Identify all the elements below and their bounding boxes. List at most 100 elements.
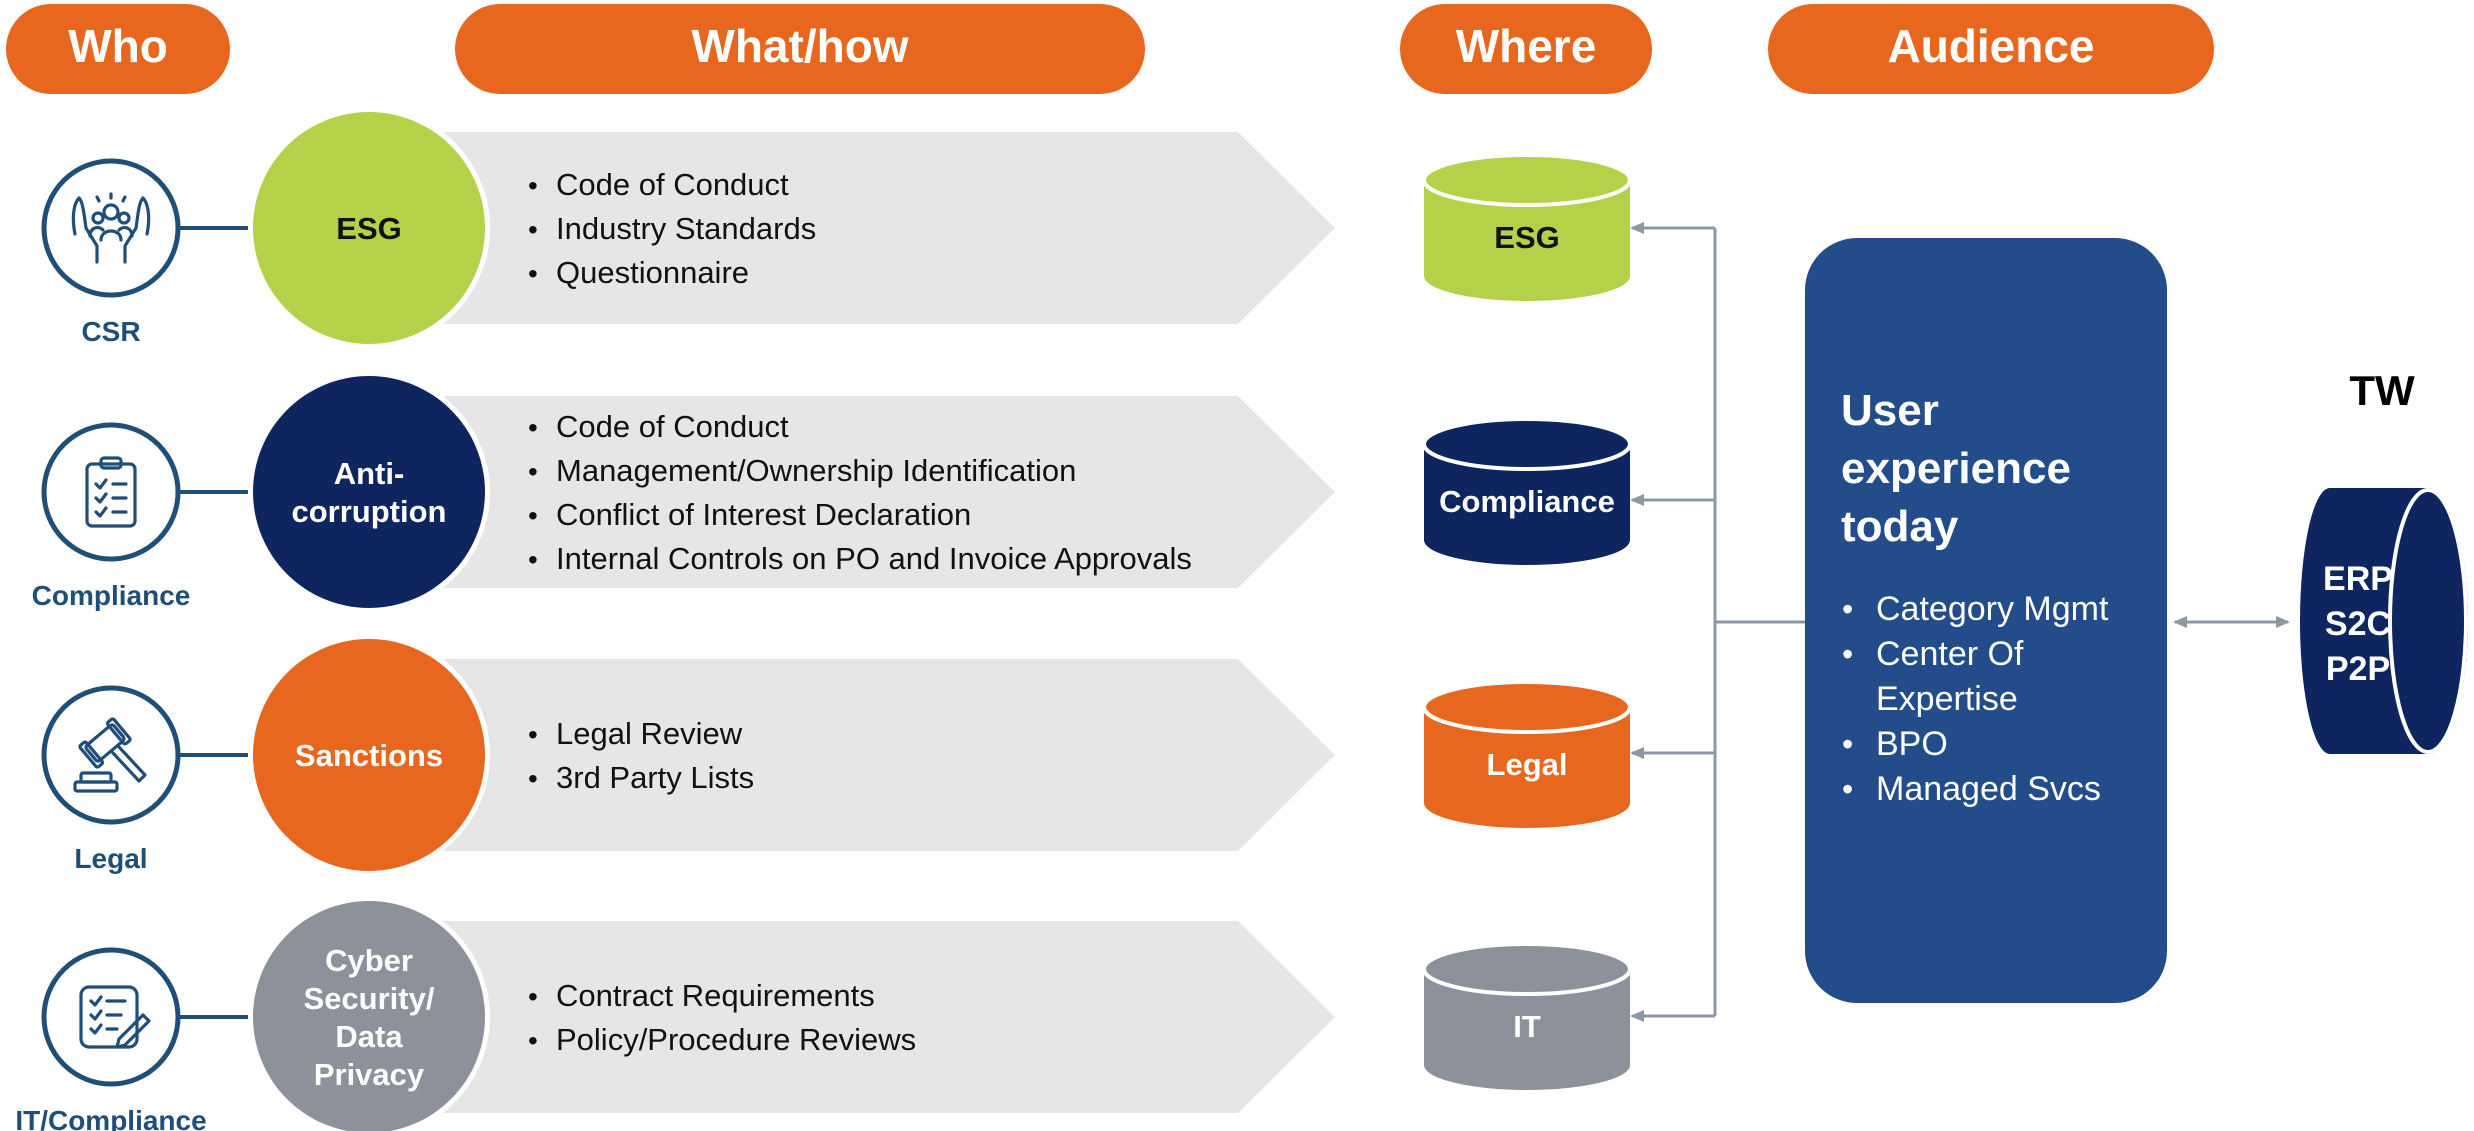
audience-bullet: • [1842, 771, 1853, 807]
who-label: IT/Compliance [15, 1105, 206, 1131]
audience-item: Managed Svcs [1876, 770, 2101, 808]
audience-box-bg [1805, 238, 2167, 1003]
what-how-item: Code of Conduct [556, 167, 789, 202]
rows: CSR ESG • Code of Conduct • Industry Standard… [15, 107, 1632, 1131]
item-bullet: • [528, 544, 538, 575]
header-where-pill [1400, 4, 1652, 94]
row: IT/ComplianceCyberSecurity/DataPrivacy•C… [15, 896, 1632, 1131]
item-bullet: • [528, 1025, 538, 1056]
who-label: Legal [74, 843, 147, 874]
category-circle [253, 901, 485, 1131]
connectors [1630, 222, 2290, 1022]
item-bullet: • [528, 170, 538, 201]
who-icon-ring [41, 158, 181, 298]
audience-bullet: • [1842, 636, 1853, 672]
clipboard-checklist-icon [85, 456, 137, 528]
category-label: Data [335, 1019, 403, 1054]
header-who: Who [6, 4, 230, 94]
who-label: Compliance [32, 580, 191, 611]
what-how-arrow [405, 396, 1335, 588]
where-cylinder: IT [1422, 942, 1632, 1090]
header-who-label: Who [68, 20, 168, 72]
audience-bullet: • [1842, 591, 1853, 627]
gavel-icon [73, 717, 147, 793]
item-bullet: • [528, 412, 538, 443]
people-care-icon [71, 192, 151, 264]
header-audience: Audience [1768, 4, 2214, 94]
checklist-pen-icon [79, 985, 151, 1049]
category-label: corruption [292, 494, 447, 529]
what-how-item: Conflict of Interest Declaration [556, 497, 971, 532]
where-cylinder: Legal [1422, 680, 1632, 828]
what-how-item: Industry Standards [556, 211, 816, 246]
where-cylinder-top [1422, 417, 1632, 471]
row: Compliance Anti-corruption • Code of Conduc… [32, 371, 1632, 613]
category-label: Anti- [334, 456, 405, 491]
header-what-how-label: What/how [691, 20, 908, 72]
category-circle [253, 112, 485, 344]
audience-item: BPO [1876, 725, 1948, 763]
who-icon-ring [41, 947, 181, 1087]
audience-item-continued: Expertise [1876, 680, 2018, 718]
audience-item: Center Of [1876, 635, 2024, 673]
what-how-item: Internal Controls on PO and Invoice Appr… [556, 541, 1192, 576]
what-how-item: Policy/Procedure Reviews [556, 1022, 916, 1057]
what-how-item: Contract Requirements [556, 978, 875, 1013]
who-label: CSR [81, 316, 140, 347]
system-line-1: ERP [2323, 560, 2393, 598]
category-label: Cyber [325, 943, 413, 978]
who-icon-ring [41, 685, 181, 825]
header-what-how-pill [455, 4, 1145, 94]
item-bullet: • [528, 981, 538, 1012]
header-where: Where [1400, 4, 1652, 94]
system-line-3: P2P [2326, 650, 2390, 688]
who-icon-ring [41, 422, 181, 562]
where-cylinder-top [1422, 942, 1632, 996]
category-label: Sanctions [295, 738, 443, 773]
row: CSR ESG • Code of Conduct • Industry Standard… [41, 107, 1632, 349]
where-label: ESG [1494, 220, 1559, 255]
system-label: TW [2349, 367, 2415, 414]
audience-box: User experience today • Category Mgmt • … [1805, 238, 2167, 1003]
where-cylinder-top [1422, 680, 1632, 734]
what-how-arrow [405, 659, 1335, 851]
header-where-label: Where [1456, 20, 1597, 72]
what-how-arrow [405, 132, 1335, 324]
item-bullet: • [528, 719, 538, 750]
audience-item: Category Mgmt [1876, 590, 2109, 628]
category-label: Privacy [314, 1057, 425, 1092]
audience-bullet: • [1842, 726, 1853, 762]
where-cylinder-body [1424, 444, 1630, 565]
where-cylinder-body [1424, 707, 1630, 828]
header-who-pill [6, 4, 230, 94]
row: Legal Sanctions • Legal Review • 3rd Party Li… [41, 634, 1632, 876]
audience-title-line-1: User [1841, 386, 1939, 435]
category-label: ESG [336, 211, 401, 246]
where-label: IT [1513, 1009, 1541, 1044]
system-cylinder-end [2388, 488, 2468, 754]
audience-title-line-2: experience [1841, 444, 2071, 493]
what-how-item: Questionnaire [556, 255, 749, 290]
audience-title-line-3: today [1841, 502, 1959, 551]
where-label: Compliance [1439, 484, 1615, 519]
what-how-item: Code of Conduct [556, 409, 789, 444]
item-bullet: • [528, 456, 538, 487]
item-bullet: • [528, 258, 538, 289]
header-audience-pill [1768, 4, 2214, 94]
where-cylinder-body [1424, 180, 1630, 301]
what-how-item: Management/Ownership Identification [556, 453, 1076, 488]
where-cylinder-top [1422, 153, 1632, 207]
what-how-arrow [405, 921, 1335, 1113]
category-circle [253, 376, 485, 608]
where-cylinder: ESG [1422, 153, 1632, 301]
item-bullet: • [528, 763, 538, 794]
header-what-how: What/how [455, 4, 1145, 94]
what-how-item: 3rd Party Lists [556, 760, 754, 795]
system-line-2: S2C [2325, 605, 2391, 643]
where-label: Legal [1487, 747, 1568, 782]
where-cylinder-body [1424, 969, 1630, 1090]
what-how-item: Legal Review [556, 716, 743, 751]
header-audience-label: Audience [1887, 20, 2094, 72]
item-bullet: • [528, 500, 538, 531]
